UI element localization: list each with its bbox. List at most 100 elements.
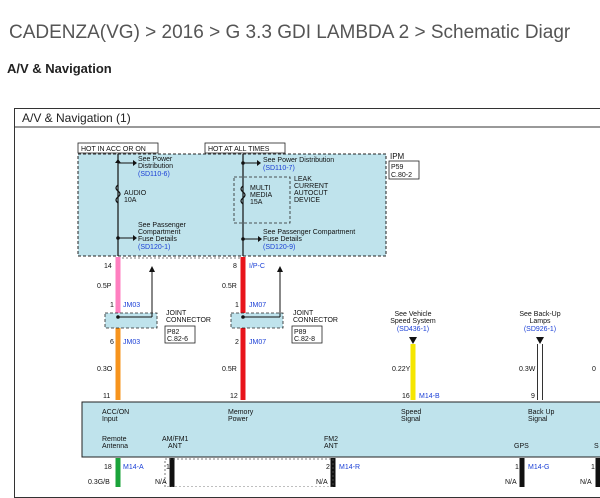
wire2-pin-bot: 12 — [230, 393, 238, 400]
wire1-jc-pin-top: 1 — [110, 302, 114, 309]
backup-size: 0.3W — [519, 366, 536, 373]
multi-fuse-name1: MULTI — [250, 185, 271, 192]
wire1-size-top: 0.5P — [97, 283, 112, 290]
audio-fuse-link[interactable]: (SD120-1) — [138, 244, 170, 251]
wire2-pin-top: 8 — [233, 263, 237, 270]
gps-conn[interactable]: M14-G — [528, 464, 549, 471]
am-pin: 1 — [166, 464, 170, 471]
wire1-jc-name-top[interactable]: JM03 — [123, 302, 140, 309]
wire1-jc-name-bot[interactable]: JM03 — [123, 339, 140, 346]
wire1-pin-bot: 11 — [103, 393, 110, 400]
audio-see-distribution: Distribution — [138, 163, 173, 170]
audio-see-power: See Power — [138, 156, 173, 163]
gps-pin: 1 — [515, 464, 519, 471]
speed-pin: 16 — [402, 393, 410, 400]
audio-see-passenger: See Passenger — [138, 222, 187, 229]
module-fm-label2: ANT — [324, 443, 339, 450]
hot-all-label-box — [204, 142, 286, 154]
joint1-ref2: C.82-6 — [167, 336, 188, 343]
wire1-pin-top: 14 — [104, 263, 112, 270]
multi-power-link[interactable]: (SD110-7) — [263, 165, 295, 172]
hot-acc-label-box — [77, 142, 159, 154]
module-fm-label1: FM2 — [324, 436, 338, 443]
joint2-label2: CONNECTOR — [293, 317, 338, 324]
ipm-box — [77, 153, 387, 257]
module-am-label2: ANT — [168, 443, 183, 450]
backup-see2: Lamps — [529, 318, 551, 325]
wire2-jc-name-bot[interactable]: JM07 — [249, 339, 266, 346]
ipm-name: IPM — [390, 152, 405, 161]
wire1-size-bot: 0.3O — [97, 366, 113, 373]
partial-size-label: 0 — [592, 366, 596, 373]
hot-acc-label: HOT IN ACC OR ON — [81, 146, 146, 153]
remote-size: 0.3G/B — [88, 479, 110, 486]
module-mem-label1: Memory — [228, 409, 254, 416]
speed-conn[interactable]: M14-B — [419, 393, 440, 400]
backup-pin: 9 — [531, 393, 535, 400]
audio-see-compartment: Compartment — [138, 229, 180, 236]
backup-see1: See Back-Up — [519, 311, 560, 318]
module-backup-label2: Signal — [528, 416, 548, 423]
ipm-ref-box — [388, 160, 420, 180]
wire2-jc-pin-bot: 2 — [235, 339, 239, 346]
leak-label2: CURRENT — [294, 183, 329, 190]
audio-fuse-rating: 10A — [124, 197, 137, 204]
module-speed-label1: Speed — [401, 409, 421, 416]
speed-arrow-icon — [409, 337, 417, 344]
am-na: N/A — [155, 479, 167, 486]
module-backup-label1: Back Up — [528, 409, 555, 416]
av-navigation-module — [81, 401, 600, 458]
module-acc-label2: Input — [102, 416, 118, 423]
backup-arrow-icon — [536, 337, 544, 344]
wire2-conn-top[interactable]: I/P-C — [249, 263, 265, 270]
antenna-shield-dash — [164, 458, 334, 487]
joint2-ref1: P89 — [294, 329, 307, 336]
backup-link[interactable]: (SD926-1) — [524, 326, 556, 333]
wire2-size-bot: 0.5R — [222, 366, 237, 373]
remote-pin: 18 — [104, 464, 112, 471]
wire2-jc-name-top[interactable]: JM07 — [249, 302, 266, 309]
multi-see-passenger: See Passenger Compartment — [263, 229, 355, 236]
audio-see-fuse-details: Fuse Details — [138, 236, 177, 243]
remote-conn[interactable]: M14-A — [123, 464, 144, 471]
audio-fuse-icon — [115, 184, 121, 204]
joint-connector-1 — [104, 312, 158, 329]
joint-connector-2 — [230, 312, 284, 329]
module-speed-label2: Signal — [401, 416, 421, 423]
audio-power-link[interactable]: (SD110-6) — [138, 171, 170, 178]
speed-see2: Speed System — [390, 318, 436, 325]
joint1-label2: CONNECTOR — [166, 317, 211, 324]
leak-current-device-box — [233, 176, 291, 224]
fm-conn[interactable]: M14-R — [339, 464, 360, 471]
module-am-label1: AM/FM1 — [162, 436, 189, 443]
multi-fuse-icon — [240, 185, 246, 205]
module-acc-label1: ACC/ON — [102, 409, 129, 416]
wire2-size-top: 0.5R — [222, 283, 237, 290]
joint2-label1: JOINT — [293, 310, 314, 317]
audio-fuse-name: AUDIO — [124, 190, 147, 197]
multi-fuse-link[interactable]: (SD120-9) — [263, 244, 295, 251]
multi-see-fuse-details: Fuse Details — [263, 236, 302, 243]
leak-label3: AUTOCUT — [294, 190, 328, 197]
joint1-label1: JOINT — [166, 310, 187, 317]
speed-see1: See Vehicle — [395, 311, 432, 318]
speed-link[interactable]: (SD436-1) — [397, 326, 429, 333]
wire1-jc-pin-bot: 6 — [110, 339, 114, 346]
breadcrumb: CADENZA(VG) > 2016 > G 3.3 GDI LAMBDA 2 … — [9, 22, 571, 43]
leak-label1: LEAK — [294, 176, 312, 183]
gps-na: N/A — [505, 479, 517, 486]
module-mem-label2: Power — [228, 416, 249, 423]
ipm-ref2: C.80-2 — [391, 172, 412, 179]
last-pin: 1 — [591, 464, 595, 471]
module-partial-label: S — [594, 443, 599, 450]
speed-size: 0.22Y — [392, 366, 411, 373]
multi-fuse-name2: MEDIA — [250, 192, 273, 199]
module-gps-label: GPS — [514, 443, 529, 450]
section-title: A/V & Navigation — [7, 61, 112, 76]
hot-all-label: HOT AT ALL TIMES — [208, 146, 270, 153]
fm-pin: 2 — [326, 464, 330, 471]
ipm-ref1: P59 — [391, 164, 404, 171]
diagram-title: A/V & Navigation (1) — [22, 111, 131, 125]
wire2-jc-pin-top: 1 — [235, 302, 239, 309]
schematic-diagram: HOT IN ACC OR ON HOT AT ALL TIMES IPM P5… — [14, 126, 600, 487]
